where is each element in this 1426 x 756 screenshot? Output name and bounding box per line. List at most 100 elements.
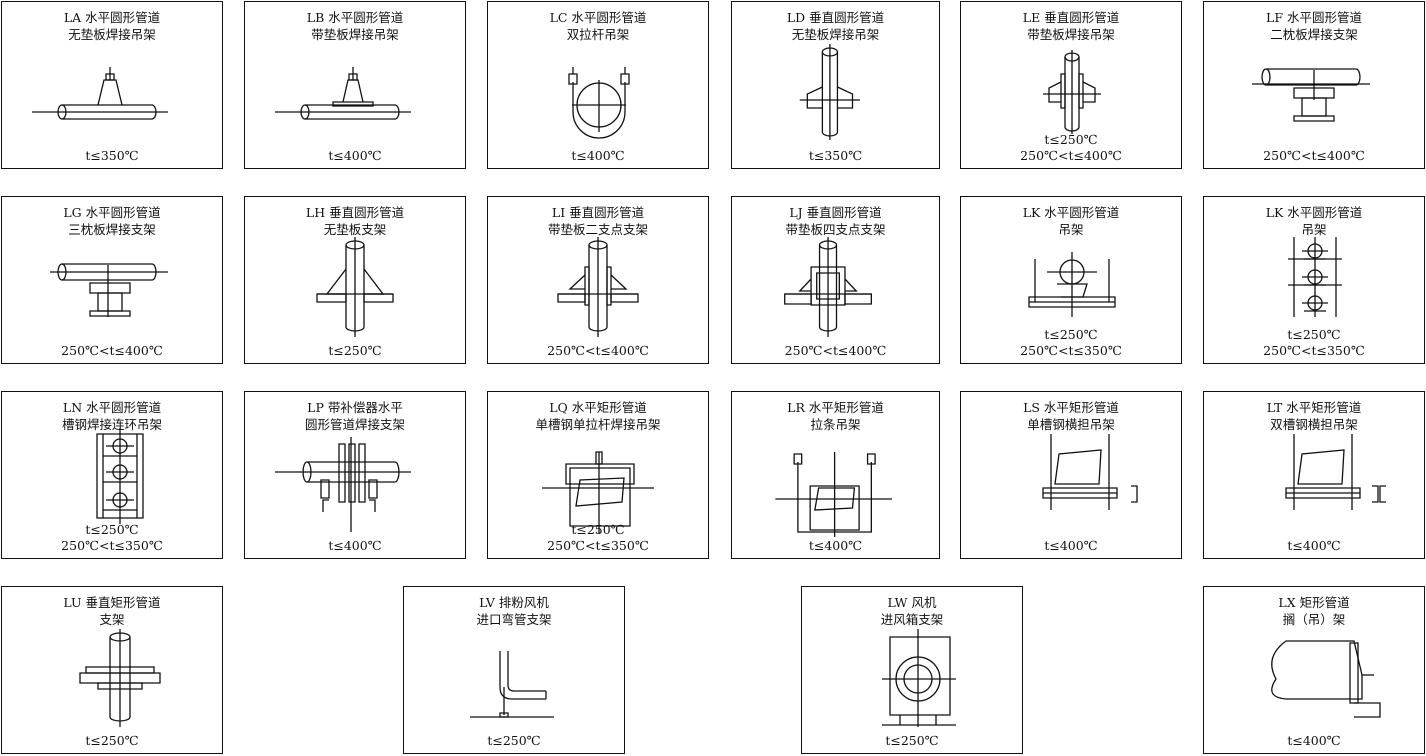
four-point-support-icon: [732, 197, 941, 365]
rod-nut: [868, 454, 876, 464]
single-channel-crossarm-icon: [961, 392, 1183, 560]
double-channel-crossarm-icon: [1204, 392, 1426, 560]
base-plate: [98, 683, 142, 689]
temperature-range: t≤400℃: [571, 148, 625, 163]
two-point-support-icon: [488, 197, 710, 365]
three-pillow-support-icon: [2, 197, 224, 365]
card-subtitle: 单槽钢单拉杆焊接吊架: [535, 417, 661, 432]
duct-section: [1298, 450, 1344, 484]
card-title: LQ 水平矩形管道: [549, 400, 647, 415]
support-type-card: LC 水平圆形管道双拉杆吊架 t≤400℃: [487, 1, 709, 169]
gusset: [570, 275, 585, 289]
duct-inner: [576, 478, 624, 506]
temperature-range: t≤400℃: [808, 538, 863, 553]
temperature-range: 250℃<t≤400℃: [61, 343, 163, 358]
card-title: LC 水平圆形管道: [549, 10, 647, 25]
card-subtitle: 带垫板焊接吊架: [311, 27, 399, 42]
card-title: LH 垂直圆形管道: [305, 205, 405, 220]
two-pillow-support-icon: [1204, 2, 1426, 170]
card-subtitle: 双拉杆吊架: [566, 27, 630, 42]
compensator-flange: [359, 444, 365, 502]
temperature-range: t≤250℃: [487, 733, 541, 748]
double-rod-hanger-icon: [488, 2, 710, 170]
card-subtitle: 单槽钢横担吊架: [1027, 417, 1115, 432]
temperature-range: t≤250℃: [571, 522, 625, 537]
hanger-lug: [343, 80, 363, 102]
rod-nut: [794, 454, 802, 464]
gusset: [327, 269, 346, 294]
rect-duct-single-rod-icon: [488, 392, 710, 560]
elbow-inner: [508, 651, 546, 691]
pad-inner: [817, 273, 840, 299]
rod-nut: [106, 74, 114, 80]
temperature-range: 250℃<t≤400℃: [1263, 148, 1365, 163]
base-plate: [1294, 116, 1334, 121]
hanger-lug: [98, 80, 122, 105]
card-subtitle: 双槽钢横担吊架: [1270, 417, 1358, 432]
temperature-range: 250℃<t≤400℃: [547, 343, 649, 358]
card-subtitle: 槽钢焊接连环吊架: [61, 417, 162, 432]
pad-plate: [1061, 74, 1065, 108]
card-title: LR 水平矩形管道: [787, 400, 884, 415]
temperature-range: t≤250℃: [1287, 327, 1341, 342]
base-plate: [500, 713, 508, 717]
card-title: LS 水平矩形管道: [1023, 400, 1119, 415]
base-leg: [323, 500, 329, 512]
support-lug: [369, 480, 377, 498]
support-beam: [845, 294, 871, 304]
card-title: LN 水平圆形管道: [62, 400, 162, 415]
temperature-range: t≤250℃: [85, 733, 139, 748]
card-title: LT 水平矩形管道: [1266, 400, 1362, 415]
base-plate: [90, 311, 130, 316]
card-subtitle: 无垫板支架: [323, 222, 387, 237]
pad-plate: [1079, 74, 1083, 108]
card-subtitle: 带垫板二支点支架: [547, 222, 648, 237]
duct-section: [1055, 450, 1101, 484]
side-lug: [1083, 82, 1095, 102]
compensator-flange: [339, 444, 345, 502]
support-base: [1302, 98, 1326, 116]
temperature-range: t≤400℃: [328, 538, 382, 553]
temperature-range: t≤400℃: [1044, 538, 1098, 553]
duct-section: [570, 468, 630, 526]
temperature-range: t≤250℃: [885, 733, 939, 748]
rod-nut: [349, 74, 357, 80]
temperature-range: 250℃<t≤400℃: [784, 343, 887, 358]
card-title: LI 垂直圆形管道: [551, 205, 645, 220]
card-subtitle: 吊架: [1058, 222, 1084, 237]
card-title: LV 排粉风机: [479, 595, 549, 610]
card-title: LG 水平圆形管道: [63, 205, 161, 220]
temperature-range: t≤400℃: [1287, 733, 1341, 748]
temperature-range: 250℃<t≤400℃: [1020, 148, 1122, 163]
card-subtitle: 搁（吊）架: [1282, 612, 1346, 627]
side-lug: [1049, 82, 1061, 102]
card-title: LW 风机: [887, 595, 937, 610]
elbow-outer: [500, 651, 546, 699]
gusset: [611, 275, 626, 289]
base-leg: [369, 500, 375, 512]
channel-chain-hanger-icon: [2, 392, 224, 560]
card-title: LU 垂直矩形管道: [63, 595, 161, 610]
horizontal-pipe-welded-hanger-icon: [2, 2, 224, 170]
beam-hanger-icon: [961, 197, 1183, 365]
support-type-card: LI 垂直圆形管道带垫板二支点支架 250℃<t≤400℃: [487, 196, 709, 364]
vertical-pipe-hanger-icon: [732, 2, 941, 170]
card-subtitle: 三枕板焊接支架: [68, 222, 156, 237]
temperature-range: 250℃<t≤350℃: [1263, 343, 1365, 358]
compensator-support-icon: [245, 392, 467, 560]
duct-section: [1272, 641, 1362, 699]
temperature-range: t≤350℃: [85, 148, 139, 163]
